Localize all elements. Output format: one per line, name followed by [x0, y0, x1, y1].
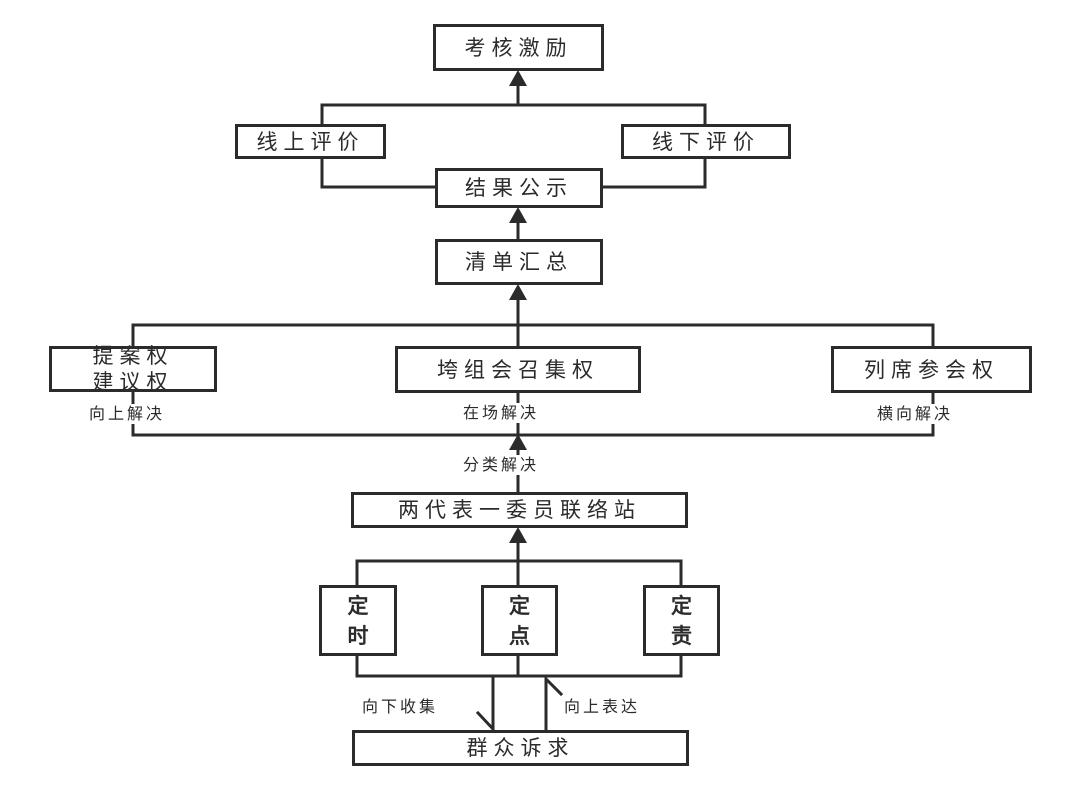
- node-list-summary-label: 清单汇总: [465, 250, 573, 274]
- node-public-appeals-label: 群众诉求: [466, 736, 575, 760]
- node-online-eval: 线上评价: [235, 124, 386, 159]
- node-public-appeals: 群众诉求: [352, 730, 689, 766]
- node-cross-group-rights-label: 垮组会召集权: [437, 357, 599, 382]
- edge-online-to-result: [320, 156, 437, 189]
- arrowhead-station: [509, 527, 527, 543]
- node-fixed-duty: 定 责: [643, 585, 720, 656]
- node-attend-rights-label: 列席参会权: [864, 357, 999, 382]
- edge-rights-top-bar: [131, 323, 935, 348]
- label-onsite-solve: 在场解决: [462, 403, 541, 423]
- node-kaohe: 考核激励: [433, 24, 604, 71]
- node-fixed-time-char2: 时: [347, 622, 369, 648]
- arrowhead-list: [509, 284, 527, 300]
- node-kaohe-label: 考核激励: [464, 35, 573, 60]
- label-lateral-solve: 横向解决: [876, 404, 955, 424]
- edge-fixed-top-bar: [355, 559, 683, 587]
- label-classify-solve: 分类解决: [462, 455, 541, 475]
- arrowhead-rights: [509, 434, 527, 450]
- node-offline-eval-label: 线下评价: [652, 129, 760, 154]
- node-list-summary: 清单汇总: [435, 239, 603, 285]
- node-result-publicity-label: 结果公示: [465, 176, 573, 200]
- node-liaison-station-label: 两代表一委员联络站: [398, 498, 641, 522]
- node-fixed-place: 定 点: [481, 585, 558, 656]
- edge-express-up: [544, 675, 564, 731]
- label-express-up: 向上表达: [564, 697, 641, 716]
- node-offline-eval: 线下评价: [621, 124, 791, 159]
- node-fixed-time-char1: 定: [347, 592, 369, 618]
- node-fixed-duty-char1: 定: [671, 592, 692, 618]
- node-fixed-place-char1: 定: [509, 592, 530, 618]
- node-attend-rights: 列席参会权: [831, 346, 1032, 393]
- node-proposal-rights-line2: 建议权: [92, 370, 174, 394]
- edge-eval-top-bar: [320, 103, 707, 126]
- node-fixed-place-char2: 点: [509, 622, 530, 648]
- node-proposal-rights: 提案权 建议权: [49, 344, 217, 394]
- node-liaison-station: 两代表一委员联络站: [351, 492, 688, 528]
- arrowhead-result: [509, 207, 527, 223]
- label-collect-down: 向下收集: [362, 697, 439, 716]
- arrowhead-kaohe: [509, 70, 527, 86]
- edge-collect-down: [475, 675, 495, 733]
- node-cross-group-rights: 垮组会召集权: [395, 346, 641, 393]
- node-fixed-duty-char2: 责: [671, 622, 692, 648]
- edge-offline-to-result: [601, 156, 707, 189]
- node-result-publicity: 结果公示: [435, 168, 603, 208]
- label-up-solve: 向上解决: [88, 404, 167, 424]
- node-online-eval-label: 线上评价: [256, 129, 365, 154]
- node-fixed-time: 定 时: [319, 585, 397, 656]
- node-proposal-rights-line1: 提案权: [92, 344, 174, 368]
